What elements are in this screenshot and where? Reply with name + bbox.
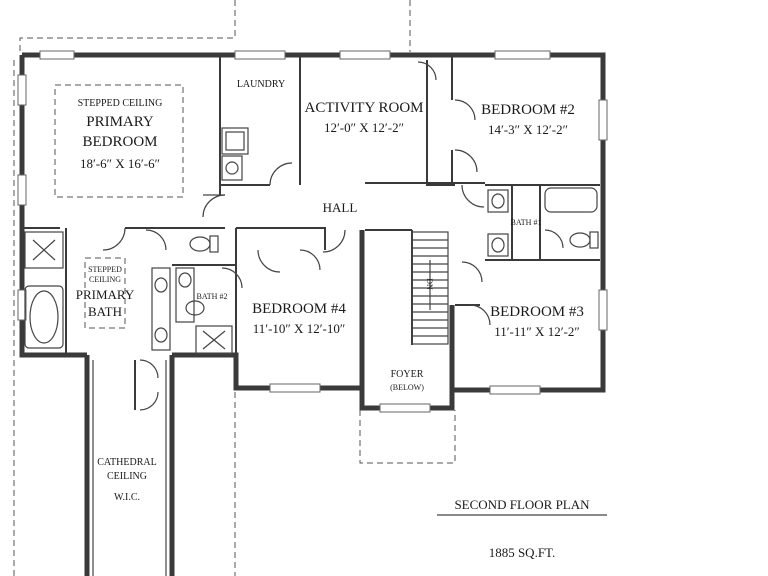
primary-bath-note-2: CEILING xyxy=(89,275,121,284)
primary-bedroom-dims: 18′-6″ X 16′-6″ xyxy=(80,156,160,171)
windows xyxy=(17,50,608,413)
bath2-name: BATH #2 xyxy=(197,292,228,301)
foyer-note: (BELOW) xyxy=(390,383,424,392)
plan-area: 1885 SQ.FT. xyxy=(489,545,556,560)
primary-bedroom-name-1: PRIMARY xyxy=(86,114,154,130)
bedroom3-dims: 11′-11″ X 12′-2″ xyxy=(494,324,580,339)
bath1-fixtures xyxy=(487,187,599,257)
primary-bedroom-note: STEPPED CEILING xyxy=(78,98,163,109)
foyer-name: FOYER xyxy=(391,369,424,380)
hall-name: HALL xyxy=(323,200,358,215)
bedroom4-name: BEDROOM #4 xyxy=(252,301,346,317)
bedroom3-name: BEDROOM #3 xyxy=(490,304,584,320)
activity-room-name: ACTIVITY ROOM xyxy=(304,100,423,116)
door-swings xyxy=(102,61,564,411)
bath1-name: BATH #1 xyxy=(511,218,542,227)
wic-name: W.I.C. xyxy=(114,492,140,503)
bath2-fixtures xyxy=(175,267,233,355)
wic-note-1: CATHEDRAL xyxy=(97,457,156,468)
bedroom2-dims: 14′-3″ X 12′-2″ xyxy=(488,122,568,137)
stairs xyxy=(411,231,449,345)
wic-shelving xyxy=(92,360,167,576)
laundry-fixtures xyxy=(221,127,249,181)
stairs-label: DN xyxy=(425,278,434,290)
primary-bath-note-1: STEPPED xyxy=(88,265,122,274)
primary-bath-fixtures xyxy=(24,231,219,351)
bedroom4-dims: 11′-10″ X 12′-10″ xyxy=(253,321,346,336)
primary-bedroom-name-2: BEDROOM xyxy=(82,134,157,150)
primary-bath-name-2: BATH xyxy=(88,304,122,319)
laundry-name: LAUNDRY xyxy=(237,79,285,90)
wic-note-2: CEILING xyxy=(107,471,147,482)
bedroom2-name: BEDROOM #2 xyxy=(481,102,575,118)
activity-room-dims: 12′-0″ X 12′-2″ xyxy=(324,120,404,135)
primary-bath-name-1: PRIMARY xyxy=(76,287,135,302)
primary-bath-stepped-ceiling xyxy=(84,257,126,329)
dashed-outlines xyxy=(13,0,456,576)
primary-bedroom-stepped-ceiling xyxy=(54,84,184,198)
plan-title: SECOND FLOOR PLAN xyxy=(454,497,590,512)
